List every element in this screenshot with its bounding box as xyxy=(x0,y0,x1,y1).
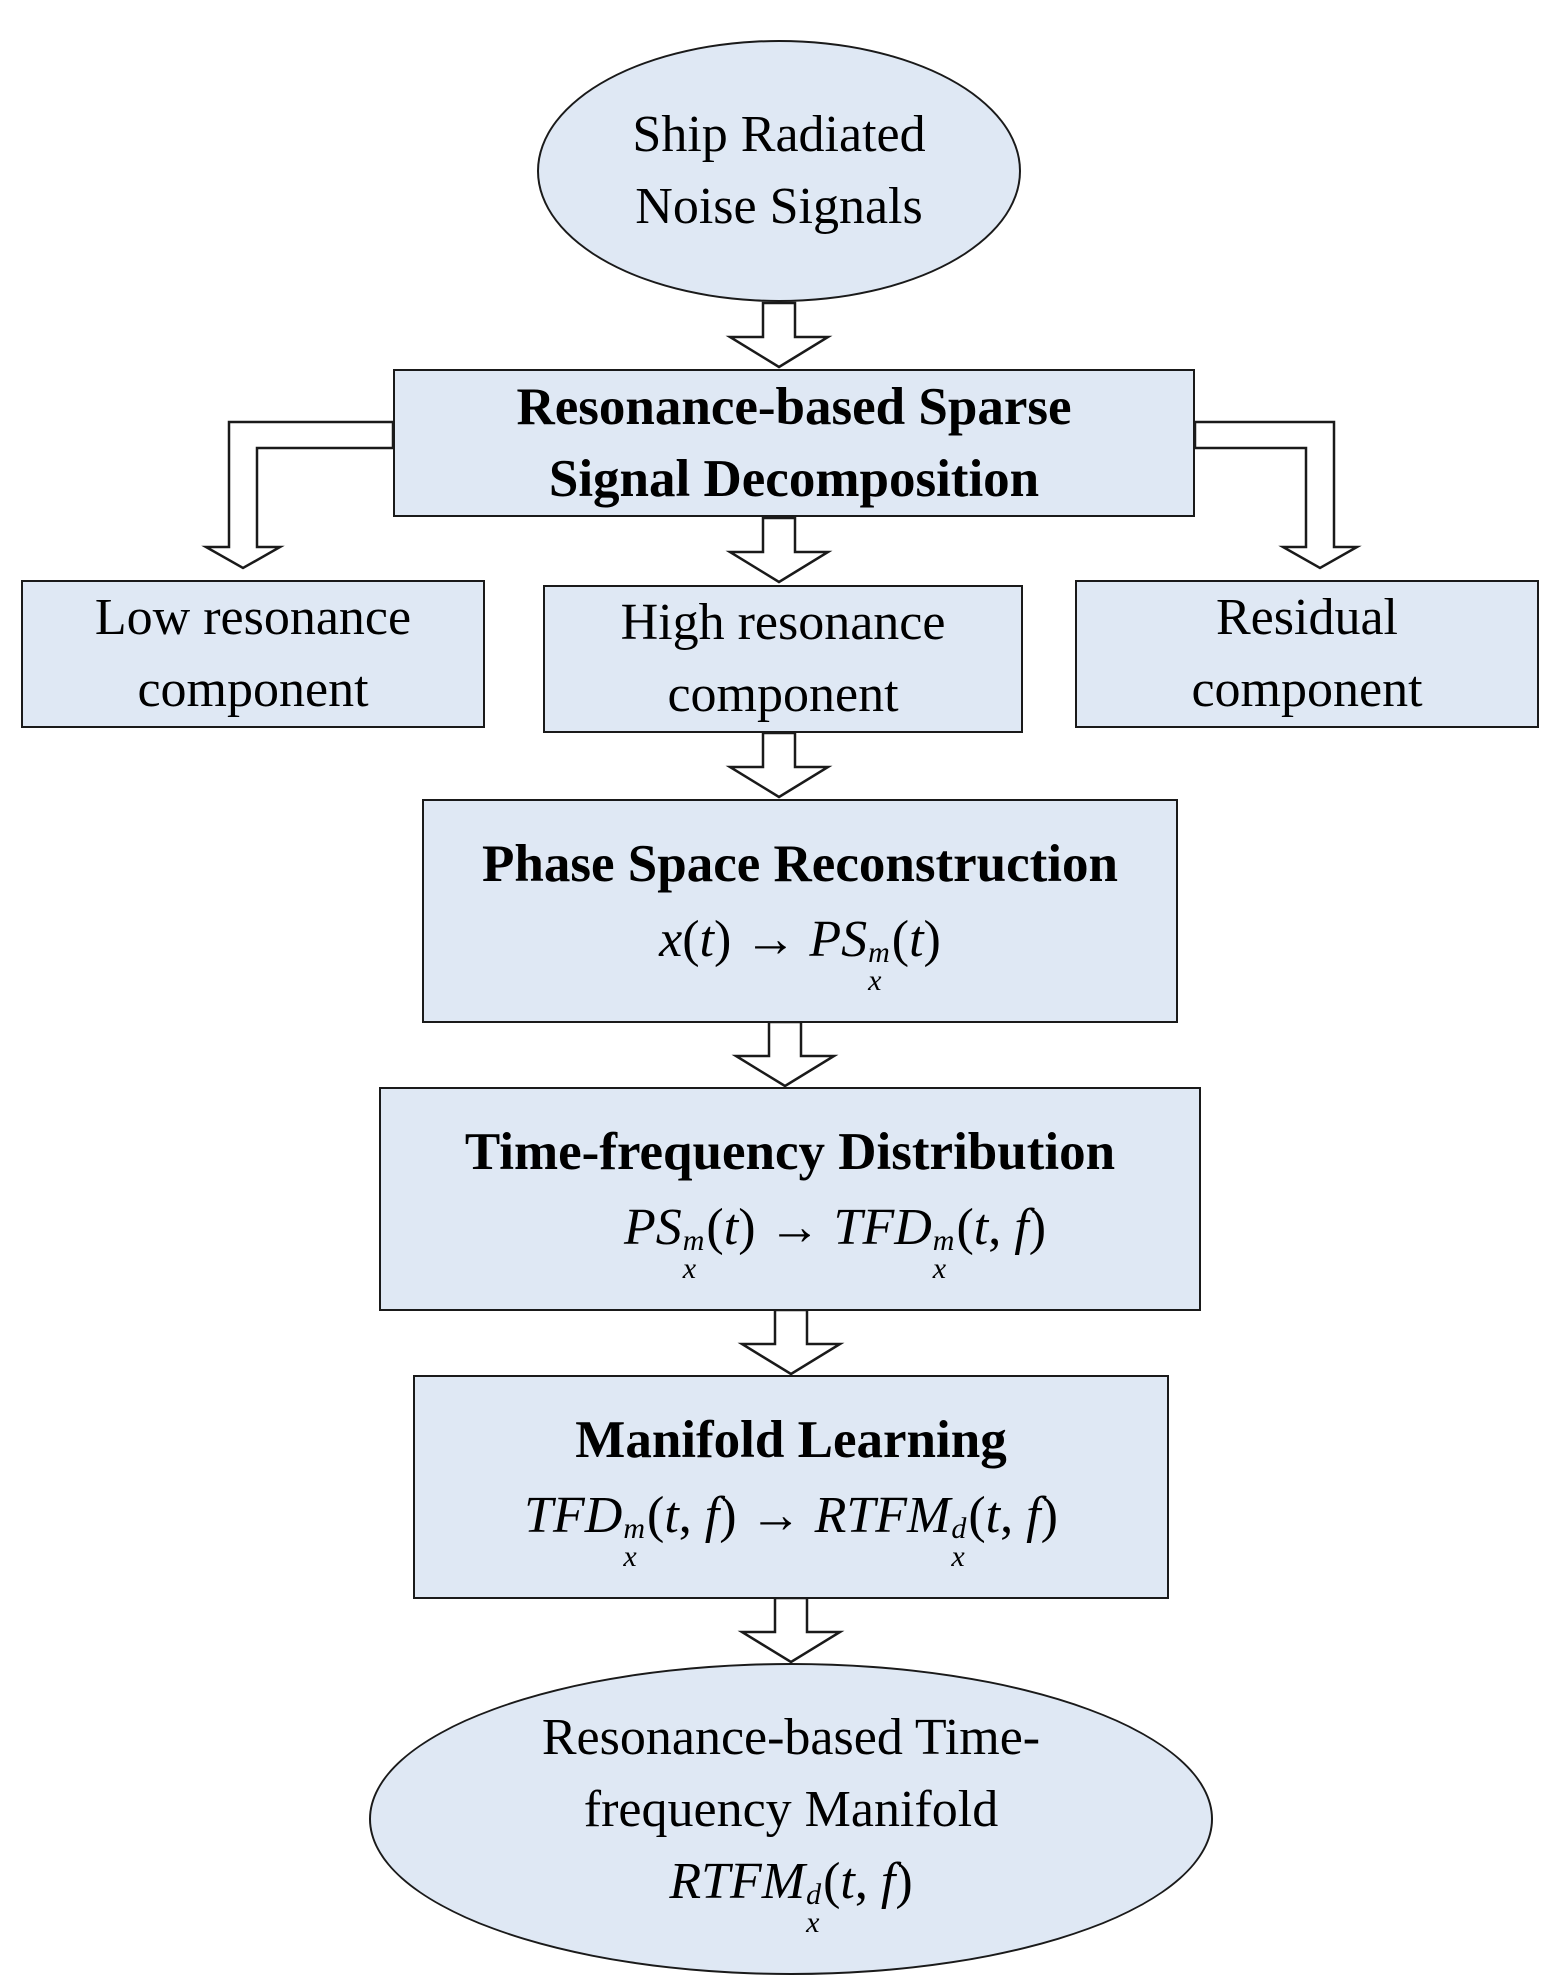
formula-symbol: PS xyxy=(623,1198,682,1256)
output-ellipse: Resonance-based Time- frequency Manifold… xyxy=(369,1663,1213,1975)
formula-symbol: t xyxy=(723,1198,739,1256)
input-ellipse: Ship Radiated Noise Signals xyxy=(537,40,1021,302)
arrow-tfd-to-manifold xyxy=(737,1308,845,1376)
formula-symbol: t xyxy=(840,1852,855,1910)
formula-symbol: t xyxy=(985,1486,1001,1544)
residual-line-1: Residual xyxy=(1216,589,1398,646)
formula-symbol: TFD xyxy=(833,1198,932,1256)
high-resonance-line-2: component xyxy=(667,666,899,723)
low-resonance-line-1: Low resonance xyxy=(94,589,412,646)
formula-symbol: t xyxy=(973,1198,989,1256)
input-line-2: Noise Signals xyxy=(635,178,923,235)
arrow-high-to-phase-space xyxy=(725,731,833,799)
tfd-title: Time-frequency Distribution xyxy=(464,1122,1116,1181)
formula-superscript: m xyxy=(682,1223,705,1257)
formula-arrow: → xyxy=(768,1198,821,1256)
arrow-phase-space-to-tfd xyxy=(731,1020,839,1088)
formula-symbol: RTFM xyxy=(814,1486,951,1544)
low-resonance-line-2: component xyxy=(137,661,369,718)
high-resonance-line-1: High resonance xyxy=(620,594,946,651)
formula-symbol: t xyxy=(909,910,924,968)
formula-subscript: x xyxy=(806,1905,820,1939)
manifold-title: Manifold Learning xyxy=(575,1410,1007,1469)
formula-subscript: x xyxy=(868,963,882,997)
arrow-manifold-to-output xyxy=(737,1596,845,1664)
arrow-decomposition-to-low xyxy=(201,420,395,570)
formula-symbol: f xyxy=(704,1486,720,1544)
decomposition-line-1: Resonance-based Sparse xyxy=(516,378,1072,436)
formula-symbol: x xyxy=(659,910,683,968)
formula-symbol: t xyxy=(699,910,714,968)
arrow-decomposition-to-high xyxy=(725,516,833,584)
formula-symbol: TFD xyxy=(524,1486,623,1544)
formula-subscript: x xyxy=(951,1539,965,1573)
formula-superscript: m xyxy=(932,1223,955,1257)
phase-space-title: Phase Space Reconstruction xyxy=(482,834,1118,893)
formula-subscript: x xyxy=(623,1539,637,1573)
formula-superscript: d xyxy=(951,1511,967,1545)
arrow-input-to-decomposition xyxy=(725,301,833,369)
input-line-1: Ship Radiated xyxy=(632,106,926,163)
formula-subscript: x xyxy=(932,1251,947,1285)
formula-symbol: f xyxy=(1014,1198,1029,1256)
decomposition-box: Resonance-based Sparse Signal Decomposit… xyxy=(393,369,1195,517)
formula-superscript: m xyxy=(868,935,890,969)
formula-symbol: PS xyxy=(809,910,868,968)
residual-line-2: component xyxy=(1191,661,1423,718)
high-resonance-box: High resonance component xyxy=(543,585,1023,733)
formula-arrow: → xyxy=(749,1486,802,1544)
formula-subscript: x xyxy=(682,1251,697,1285)
residual-box: Residual component xyxy=(1075,580,1539,728)
low-resonance-box: Low resonance component xyxy=(21,580,485,728)
formula-symbol: t xyxy=(664,1486,679,1544)
output-line-2: frequency Manifold xyxy=(583,1780,999,1838)
formula-arrow: → xyxy=(744,910,797,968)
formula-superscript: m xyxy=(623,1511,646,1545)
decomposition-line-2: Signal Decomposition xyxy=(548,450,1040,508)
formula-superscript: d xyxy=(806,1877,822,1911)
output-line-1: Resonance-based Time- xyxy=(541,1708,1041,1766)
formula-symbol: f xyxy=(880,1852,896,1910)
formula-symbol: f xyxy=(1026,1486,1041,1544)
formula-symbol: RTFM xyxy=(669,1852,806,1910)
arrow-decomposition-to-residual xyxy=(1193,420,1362,570)
